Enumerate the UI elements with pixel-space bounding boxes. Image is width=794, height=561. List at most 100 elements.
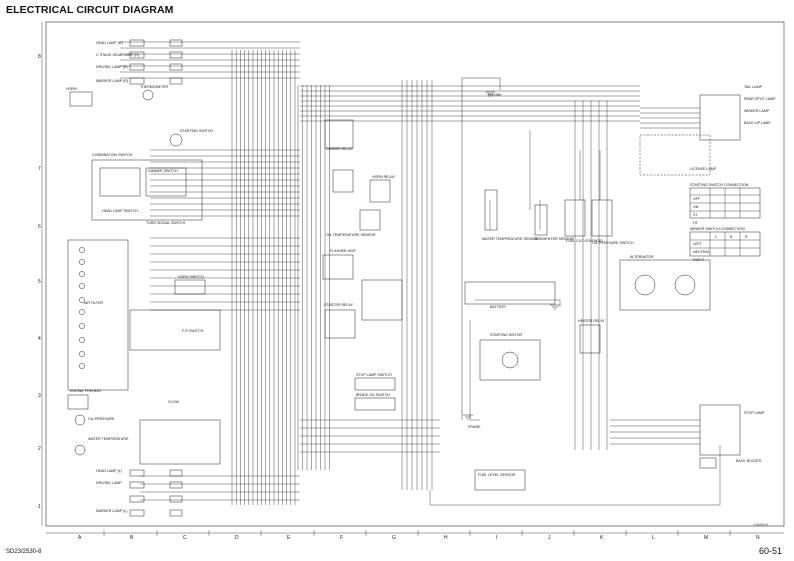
- sedimenter-sensor: [534, 204, 548, 236]
- label-left-14: OIL PRESSURE: [88, 417, 115, 421]
- horn-symbol: [69, 91, 93, 107]
- wiring-harness: [120, 41, 721, 506]
- rear-lamp-box: [699, 94, 741, 141]
- water-temperature-sensor: [484, 189, 498, 231]
- label-center-10: WATER TEMPERATURE SENSOR: [482, 237, 539, 241]
- winker-table-row: LEFT: [693, 242, 703, 246]
- connector: [169, 77, 183, 85]
- label-left-16: GLOW: [168, 400, 180, 404]
- label-center-3: DIMMER RELAY: [326, 147, 354, 151]
- warning-lamp: [79, 309, 85, 315]
- winker-table-row: NEUTRAL: [693, 250, 710, 254]
- connector: [169, 63, 183, 71]
- grid-column-g: G: [392, 535, 396, 541]
- label-center-4: STARTER RELAY: [324, 303, 354, 307]
- warning-lamp: [79, 283, 85, 289]
- battery-box: [464, 281, 556, 305]
- label-left-19: HEAD LAMP (L): [96, 469, 122, 473]
- lamp-connector: [129, 51, 145, 59]
- grid-column-d: D: [235, 535, 239, 541]
- warning-lamp: [79, 271, 85, 277]
- drawing-code: 018/5510: [753, 523, 768, 527]
- starter-relay: [324, 309, 356, 339]
- winker-table-col: L: [715, 235, 717, 239]
- grid-column-k: K: [600, 535, 604, 541]
- connector: [169, 509, 183, 517]
- diagram-frame: [45, 21, 785, 527]
- back-buzzer: [699, 457, 717, 469]
- grid-column-l: L: [652, 535, 655, 541]
- label-center-11: SEDIMENTER SENSOR: [534, 237, 574, 241]
- winker-table-row: RIGHT: [693, 258, 705, 262]
- alternator-symbol: [634, 274, 656, 296]
- warning-lamp: [79, 351, 85, 357]
- engine-preheat-box: [67, 394, 89, 410]
- grid-row-8: 8: [38, 54, 41, 60]
- heater-relay: [579, 324, 601, 354]
- connector: [169, 495, 183, 503]
- starting-table-row: ON: [693, 205, 699, 209]
- grid-row-5: 5: [38, 279, 41, 285]
- monitor-panel-box: [67, 239, 129, 391]
- label-left-13: F-R SWITCH: [182, 329, 204, 333]
- license-lamp-box: [639, 134, 711, 176]
- label-right-0: TAIL LAMP: [744, 85, 763, 89]
- connector: [169, 39, 183, 47]
- connector: [169, 469, 183, 477]
- dimmer-relay: [324, 119, 354, 149]
- label-left-6: STARTING SWITCH: [180, 129, 213, 133]
- thermometer-symbol: [142, 89, 154, 101]
- label-left-3: MARKER LAMP (R): [96, 79, 128, 83]
- stop-lamp-switch: [354, 377, 396, 391]
- label-left-15: ENGINE PREHEAT: [70, 389, 102, 393]
- label-left-4: HORN: [66, 87, 77, 91]
- head-lamp-switch: [99, 167, 141, 197]
- label-left-1: C STAGE HEAD LAMP (R): [96, 53, 139, 57]
- label-left-5: THERMOMETER: [140, 85, 169, 89]
- controller-box: [139, 419, 221, 465]
- connector: [169, 481, 183, 489]
- label-center-9: BATTERY: [490, 305, 507, 309]
- label-right-1: REAR SPOT LAMP: [744, 97, 776, 101]
- wire: [462, 77, 501, 90]
- grid-column-f: F: [340, 535, 343, 541]
- label-right-4: LICENSE LAMP: [690, 167, 717, 171]
- label-left-20: MARKER LAMP (L): [96, 509, 128, 513]
- label-left-17: WATER TEMPERATURE: [88, 437, 129, 441]
- label-center-7: STARTING MOTOR: [490, 333, 523, 337]
- lamp-connector: [129, 77, 145, 85]
- relay: [332, 169, 354, 193]
- label-center-15: HEATER RELAY: [578, 319, 605, 323]
- grid-column-e: E: [287, 535, 291, 541]
- winker-table-col: R: [745, 235, 748, 239]
- grid-row-2: 2: [38, 446, 41, 452]
- connector: [169, 51, 183, 59]
- lamp-connector: [129, 63, 145, 71]
- brake-oil-switch: [354, 397, 396, 411]
- dimmer-switch: [145, 167, 187, 197]
- starting-table-row: HT: [693, 221, 699, 225]
- warning-lamp: [79, 247, 85, 253]
- label-center-1: OIL TEMPERATURE SENSOR: [326, 233, 376, 237]
- starting-switch-symbol: [169, 133, 183, 147]
- lamp-connector: [129, 469, 145, 477]
- label-center-12: FUEL CUT SOLENOID: [566, 239, 603, 243]
- label-center-6: BRAKE OIL SWITCH: [356, 393, 390, 397]
- label-right-3: BACK-UP LAMP: [744, 121, 771, 125]
- grid-column-a: A: [78, 535, 82, 541]
- label-right-5: STARTING SWITCH CONNECTION: [690, 183, 749, 187]
- starting-motor-symbol: [501, 351, 519, 369]
- label-right-8: BACK BUZZER: [736, 459, 762, 463]
- grid-column-i: I: [496, 535, 497, 541]
- grid-column-m: M: [704, 535, 708, 541]
- grid-column-j: J: [548, 535, 551, 541]
- grid-row-4: 4: [38, 336, 41, 342]
- flasher-unit: [322, 254, 354, 280]
- component-symbols: [67, 39, 761, 517]
- label-left-7: COMBINATION SWITCH: [92, 153, 133, 157]
- label-center-0: FLASHER UNIT: [330, 249, 357, 253]
- grid-column-b: B: [130, 535, 134, 541]
- label-center-5: STOP LAMP SWITCH: [356, 373, 392, 377]
